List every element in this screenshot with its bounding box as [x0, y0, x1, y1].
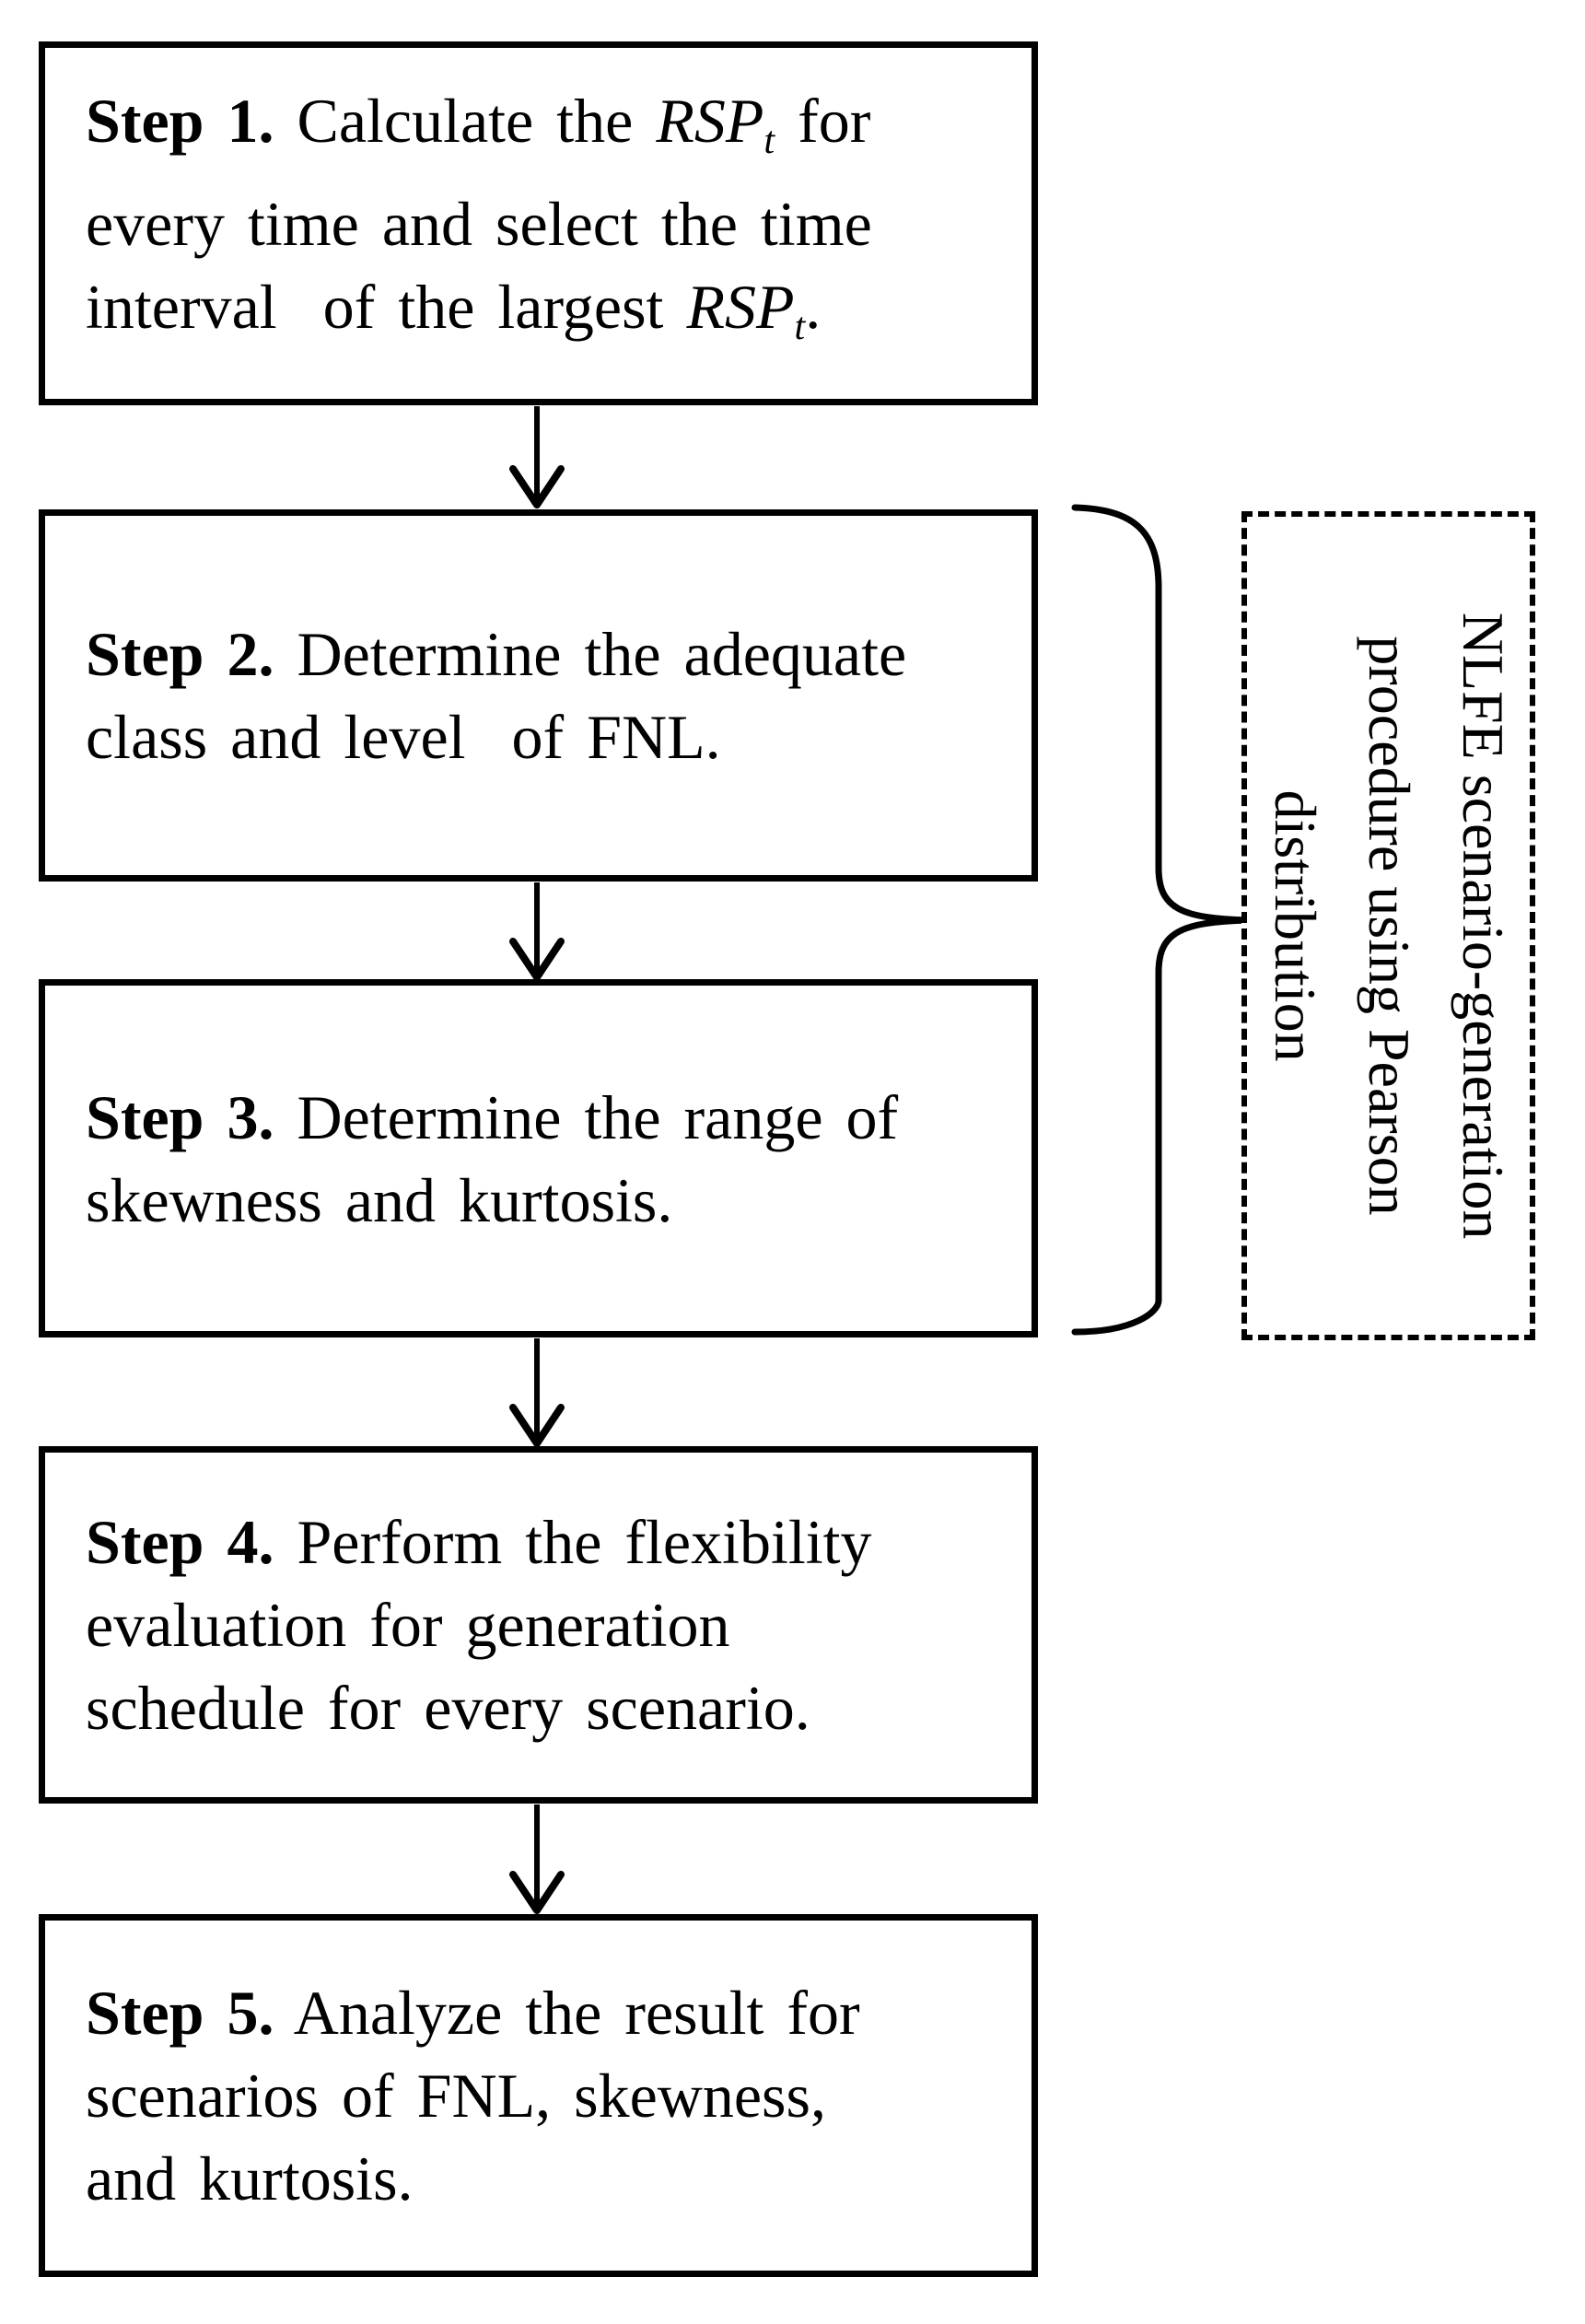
- text-segment: skewness and kurtosis.: [86, 1164, 673, 1235]
- text-segment: Perform the flexibility: [274, 1507, 872, 1577]
- text-segment: Step 4.: [86, 1507, 274, 1577]
- text-segment: schedule for every scenario.: [86, 1673, 810, 1743]
- text-line: NLFE scenario-generation: [1436, 520, 1530, 1331]
- text-segment: Step 5.: [86, 1978, 274, 2048]
- text-segment: t: [763, 118, 775, 162]
- down-arrow-icon-3: [509, 1338, 565, 1447]
- text-segment: distribution: [1262, 789, 1328, 1062]
- text-segment: interval of the largest: [86, 271, 687, 342]
- text-segment: scenarios of FNL, skewness,: [86, 2061, 826, 2131]
- text-segment: Step 1.: [86, 85, 274, 156]
- text-segment: RSP: [656, 85, 764, 156]
- text-segment: and kurtosis.: [86, 2143, 414, 2213]
- curly-brace-icon: [1071, 504, 1250, 1336]
- text-segment: for: [775, 85, 871, 156]
- down-arrow-icon-2: [509, 882, 565, 981]
- down-arrow-icon-4: [509, 1804, 565, 1914]
- down-arrow-icon-1: [509, 406, 565, 508]
- text-segment: Determine the range of: [274, 1081, 899, 1152]
- text-line: every time and select the time: [86, 182, 1026, 265]
- text-segment: Determine the adequate: [274, 619, 907, 689]
- text-segment: Step 2.: [86, 619, 274, 689]
- text-line: class and level of FNL.: [86, 695, 1026, 778]
- text-line: Step 2. Determine the adequate: [86, 613, 1026, 695]
- text-segment: .: [805, 271, 822, 342]
- text-line: and kurtosis.: [86, 2137, 1026, 2220]
- text-line: schedule for every scenario.: [86, 1666, 1026, 1749]
- text-line: procedure using Pearson: [1342, 520, 1436, 1331]
- text-segment: t: [794, 304, 806, 348]
- text-segment: Analyze the result for: [274, 1978, 860, 2048]
- text-line: interval of the largest RSPt.: [86, 265, 1026, 368]
- text-line: Step 3. Determine the range of: [86, 1076, 1026, 1159]
- text-segment: evaluation for generation: [86, 1590, 730, 1660]
- text-segment: Step 3.: [86, 1081, 274, 1152]
- text-line: Step 5. Analyze the result for: [86, 1971, 1026, 2054]
- annotation-dashed-box: NLFE scenario-generation procedure using …: [1241, 511, 1535, 1340]
- text-line: scenarios of FNL, skewness,: [86, 2054, 1026, 2137]
- text-segment: every time and select the time: [86, 188, 872, 259]
- text-line: Step 4. Perform the flexibility: [86, 1501, 1026, 1583]
- text-segment: NLFE scenario-generation: [1450, 612, 1516, 1240]
- text-line: Step 1. Calculate the RSPt for: [86, 79, 1026, 182]
- text-line: distribution: [1248, 520, 1342, 1331]
- text-segment: Calculate the: [274, 85, 657, 156]
- text-line: evaluation for generation: [86, 1583, 1026, 1666]
- text-segment: class and level of FNL.: [86, 702, 721, 772]
- text-line: skewness and kurtosis.: [86, 1159, 1026, 1242]
- text-segment: RSP: [686, 271, 795, 342]
- text-segment: procedure using Pearson: [1356, 636, 1422, 1216]
- annotation-rotated-label: NLFE scenario-generation procedure using …: [1248, 520, 1530, 1331]
